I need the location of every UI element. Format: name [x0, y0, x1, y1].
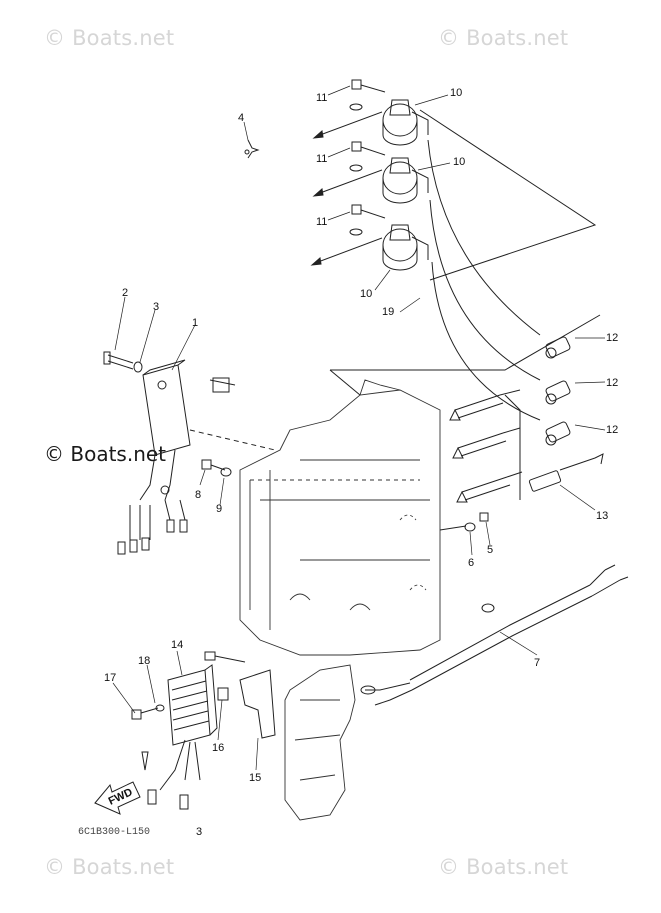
rectifier-part-1	[117, 359, 276, 555]
plug-cap-3	[545, 421, 571, 446]
diagram-code: 6C1B300-L150	[78, 827, 151, 838]
callout-9: 9	[216, 503, 222, 515]
bolt-8-washer-9	[201, 459, 232, 477]
ignition-coil-middle	[382, 157, 429, 204]
callout-12-middle: 12	[606, 377, 618, 389]
callout-3: 3	[153, 301, 159, 313]
coil-arrows	[310, 111, 383, 266]
coil-wiring	[329, 109, 601, 421]
callout-1: 1	[192, 317, 198, 329]
callout-3-bottom: 3	[196, 826, 202, 838]
ignition-coil-top	[382, 99, 429, 146]
callout-16: 16	[212, 742, 224, 754]
watermark-middle: © Boats.net	[44, 442, 167, 466]
bolt-2-washer-3	[103, 351, 143, 373]
bracket-15-part-16	[204, 651, 276, 739]
callout-11-middle: 11	[316, 153, 327, 165]
sensor-part-13	[528, 453, 604, 492]
plug-cap-2	[545, 380, 571, 405]
callout-11-bottom: 11	[316, 216, 327, 228]
callout-2: 2	[122, 287, 128, 299]
watermark-bottom-right: © Boats.net	[438, 855, 569, 879]
bolt-17-washer-18	[131, 704, 165, 720]
ignition-coil-bottom	[382, 224, 429, 271]
callout-6: 6	[468, 557, 474, 569]
watermark-top-right: © Boats.net	[438, 26, 569, 50]
callout-11-top: 11	[316, 92, 327, 104]
callout-labels: 1 2 3 4 5 6 7 8 9 10 10 10 11 11 11 12 1…	[104, 87, 618, 838]
engine-block	[239, 379, 441, 656]
callout-10-middle: 10	[453, 156, 465, 168]
spark-plugs	[449, 389, 523, 503]
plug-cap-1	[545, 336, 571, 359]
callout-17: 17	[104, 672, 116, 684]
callout-15: 15	[249, 772, 261, 784]
watermark-bottom-left: © Boats.net	[44, 855, 175, 879]
callout-5: 5	[487, 544, 493, 556]
coil-bolts	[349, 79, 386, 236]
callout-12-top: 12	[606, 332, 618, 344]
lower-bracket	[284, 664, 356, 821]
callout-10-bottom: 10	[360, 288, 372, 300]
fwd-arrow	[94, 781, 141, 815]
washer-bolt-5-6	[439, 512, 489, 532]
callout-4: 4	[238, 112, 244, 124]
wiring-harness-7	[360, 564, 629, 706]
cdi-unit-14	[141, 664, 218, 810]
callout-14: 14	[171, 639, 183, 651]
callout-10-top: 10	[450, 87, 462, 99]
watermark-top-left: © Boats.net	[44, 26, 175, 50]
leader-lines	[112, 85, 606, 771]
callout-12-bottom: 12	[606, 424, 618, 436]
callout-19: 19	[382, 306, 394, 318]
callout-8: 8	[195, 489, 201, 501]
clip-part-4	[244, 139, 260, 159]
callout-7: 7	[534, 657, 540, 669]
callout-13: 13	[596, 510, 608, 522]
callout-18: 18	[138, 655, 150, 667]
